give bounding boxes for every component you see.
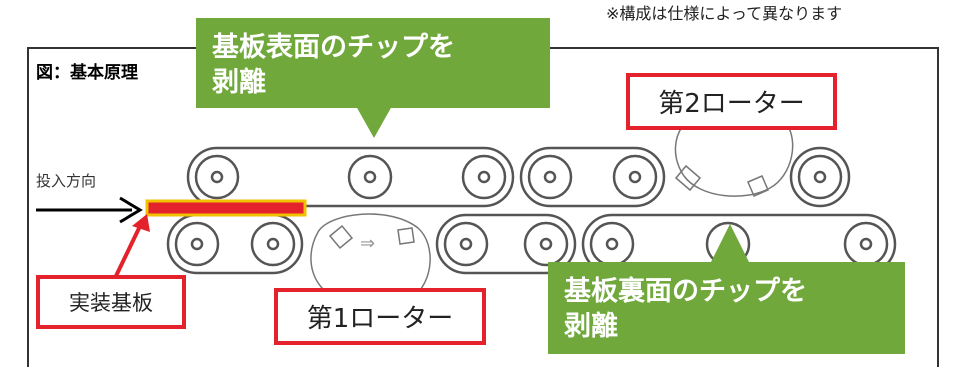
board-label: 実装基板 xyxy=(36,275,186,329)
roller-icon xyxy=(174,221,889,267)
diagram-frame xyxy=(27,47,939,367)
callout-top-surface: 基板表面のチップを 剥離 xyxy=(196,18,550,108)
pointer-arrow-icon xyxy=(114,214,150,277)
rotor2-label: 第2ローター xyxy=(626,73,837,130)
callout-bottom-line1: 基板裏面のチップを xyxy=(564,276,807,307)
callout-bottom-surface: 基板裏面のチップを 剥離 xyxy=(548,262,905,354)
rotor1-direction-arrow: ⇒ xyxy=(360,233,375,254)
roller-icon xyxy=(194,154,843,200)
upper-conveyor-1 xyxy=(186,146,515,208)
callout-top-pointer xyxy=(356,106,392,138)
callout-bottom-pointer xyxy=(710,224,750,264)
callout-top-line1: 基板表面のチップを xyxy=(212,32,455,63)
lower-conveyor-2 xyxy=(435,213,577,275)
upper-conveyor-2 xyxy=(519,146,666,208)
feed-direction-label: 投入方向 xyxy=(36,172,97,190)
circuit-board xyxy=(145,199,307,217)
config-note: ※構成は仕様によって異なります xyxy=(606,4,843,23)
rotor1-label: 第1ローター xyxy=(274,288,486,345)
callout-top-line2: 剥離 xyxy=(212,67,266,99)
callout-bottom-line2: 剥離 xyxy=(564,311,618,343)
upper-conveyor-3 xyxy=(789,146,851,208)
feed-arrow-icon xyxy=(36,196,143,224)
figure-title: 図：基本原理 xyxy=(36,63,138,83)
